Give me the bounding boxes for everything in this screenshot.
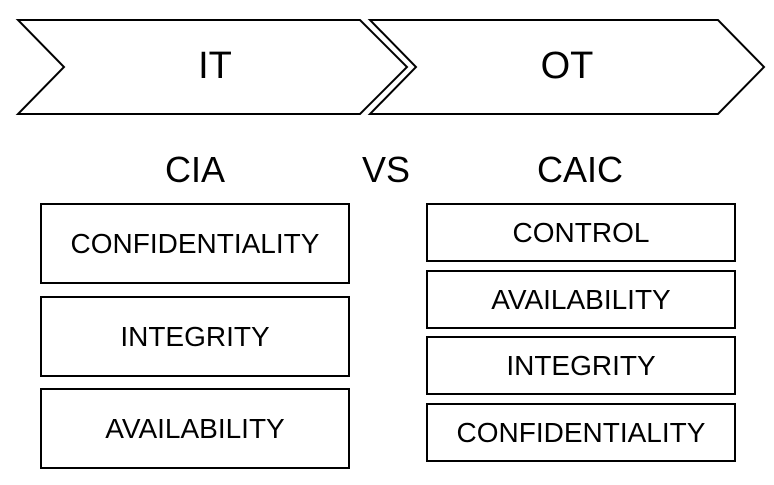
cia-item-confidentiality: CONFIDENTIALITY	[40, 203, 350, 284]
cia-item-integrity: INTEGRITY	[40, 296, 350, 377]
caic-item-availability: AVAILABILITY	[426, 270, 736, 329]
caic-item-confidentiality: CONFIDENTIALITY	[426, 403, 736, 462]
it-chevron-shape	[15, 19, 409, 115]
caic-item-integrity: INTEGRITY	[426, 336, 736, 395]
ot-chevron-shape	[367, 19, 766, 115]
caic-item-control: CONTROL	[426, 203, 736, 262]
chevron-arrows	[15, 19, 766, 115]
cia-item-availability: AVAILABILITY	[40, 388, 350, 469]
cia-heading: CIA	[164, 149, 225, 190]
ot-label: OT	[540, 45, 594, 87]
it-label: IT	[198, 45, 232, 87]
caic-heading: CAIC	[536, 149, 623, 190]
vs-heading: VS	[361, 149, 411, 190]
